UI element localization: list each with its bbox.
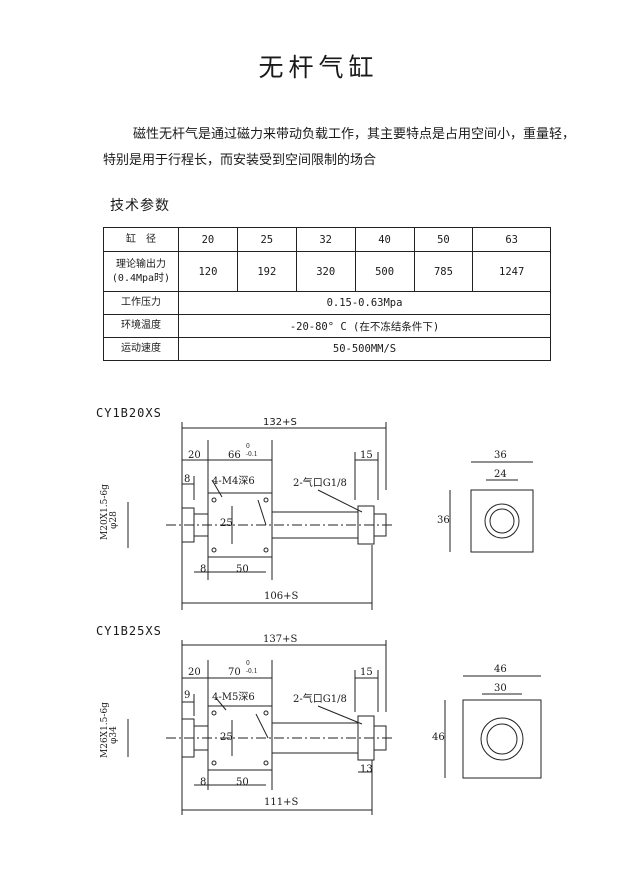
temperature-label: 环境温度 [103, 314, 179, 338]
table-row-speed: 运动速度 50-500MM/S [103, 337, 551, 361]
table-row-force: 理论输出力 (0.4Mpa时) 120 192 320 500 785 1247 [103, 251, 551, 292]
mount-hole [263, 547, 269, 553]
side-view-bore-inner [486, 723, 518, 755]
intro-paragraph: 磁性无杆气是通过磁力来带动负载工作，其主要特点是占用空间小，重量轻，特别是用于行… [103, 127, 576, 168]
side-inner: 30 [494, 683, 507, 694]
bore-label: 缸 径 [103, 227, 179, 252]
page-title: 无杆气缸 [258, 53, 379, 82]
tol-upper: 0 [246, 660, 250, 667]
side-inner: 24 [494, 469, 507, 480]
side-height: 46 [432, 732, 445, 743]
tol-lower: -0.1 [246, 451, 258, 458]
dim-15: 15 [360, 450, 373, 461]
bore-cell: 32 [295, 227, 356, 252]
thread-label: 4-M4深6 [212, 476, 255, 487]
bore-cell: 25 [236, 227, 297, 252]
bore-cell: 63 [472, 227, 551, 252]
dia-label: φ34 [108, 726, 119, 744]
dim-70: 70 [228, 667, 241, 678]
model-label-2: CY1B25XS [96, 624, 162, 638]
side-width: 36 [494, 450, 507, 461]
mount-hole [211, 547, 217, 553]
dim-25: 25 [220, 518, 233, 529]
dim-8: 8 [184, 474, 191, 485]
right-nut [373, 725, 387, 751]
bore-cell: 50 [413, 227, 474, 252]
force-cell: 785 [413, 251, 474, 292]
force-cell: 120 [178, 251, 238, 292]
port-label: 2-气口G1/8 [293, 694, 347, 705]
thread-label: 4-M5深6 [212, 692, 255, 703]
dim-25: 25 [220, 732, 233, 743]
mount-hole [263, 760, 269, 766]
model-label-1: CY1B20XS [96, 406, 162, 420]
side-view-body [462, 699, 542, 779]
leader-line [211, 479, 223, 498]
side-view-body [470, 489, 534, 553]
side-width: 46 [494, 664, 507, 675]
left-nut [193, 513, 209, 537]
leader-line [317, 489, 363, 513]
speed-value: 50-500MM/S [178, 337, 551, 361]
spec-table: 缸 径 20 25 32 40 50 63 理论输出力 (0.4Mpa时) 12… [103, 227, 551, 361]
table-row-bore: 缸 径 20 25 32 40 50 63 [103, 227, 551, 252]
bore-cell: 40 [354, 227, 415, 252]
temperature-value: -20-80° C (在不冻结条件下) [178, 314, 551, 338]
force-cell: 1247 [472, 251, 551, 292]
dim-50: 50 [236, 777, 249, 788]
mount-hole [263, 710, 269, 716]
table-row-temperature: 环境温度 -20-80° C (在不冻结条件下) [103, 314, 551, 338]
table-row-pressure: 工作压力 0.15-0.63Mpa [103, 291, 551, 315]
dim-15: 15 [360, 667, 373, 678]
dim-50: 50 [236, 564, 249, 575]
mount-hole [211, 497, 217, 503]
tol-lower: -0.1 [246, 668, 258, 675]
dim-20: 20 [188, 667, 201, 678]
leader-line [215, 697, 227, 711]
body-dim-1: 106+S [264, 591, 299, 602]
leader-line [255, 713, 269, 739]
dim-8-bottom: 8 [200, 777, 207, 788]
dim-13: 13 [360, 764, 373, 775]
side-view-bore-inner [489, 508, 515, 534]
force-label-line1: 理论输出力 [116, 258, 166, 270]
force-label-line2: (0.4Mpa时) [111, 272, 171, 284]
leader-line [317, 705, 363, 725]
left-nut [193, 725, 209, 751]
right-nut [373, 513, 387, 537]
dim-66: 66 [228, 450, 241, 461]
overall-dim-2: 137+S [263, 634, 298, 645]
section-title: 技术参数 [110, 198, 170, 214]
pressure-value: 0.15-0.63Mpa [178, 291, 551, 315]
force-cell: 320 [295, 251, 356, 292]
overall-dim-1: 132+S [263, 417, 297, 428]
dim-20: 20 [188, 450, 201, 461]
mount-hole [263, 497, 269, 503]
mount-hole [211, 710, 217, 716]
mount-hole [211, 760, 217, 766]
dim-8-bottom: 8 [200, 564, 207, 575]
body-dim-2: 111+S [264, 797, 299, 808]
speed-label: 运动速度 [103, 337, 179, 361]
end-thread-label: M26X1.5-6g [100, 702, 110, 758]
side-height: 36 [437, 515, 450, 526]
tol-upper: 0 [246, 443, 250, 450]
side-view-bore [484, 503, 520, 539]
side-view-bore [480, 717, 524, 761]
dim-9: 9 [184, 690, 191, 701]
leader-line [257, 499, 267, 526]
port-label: 2-气口G1/8 [293, 478, 347, 489]
